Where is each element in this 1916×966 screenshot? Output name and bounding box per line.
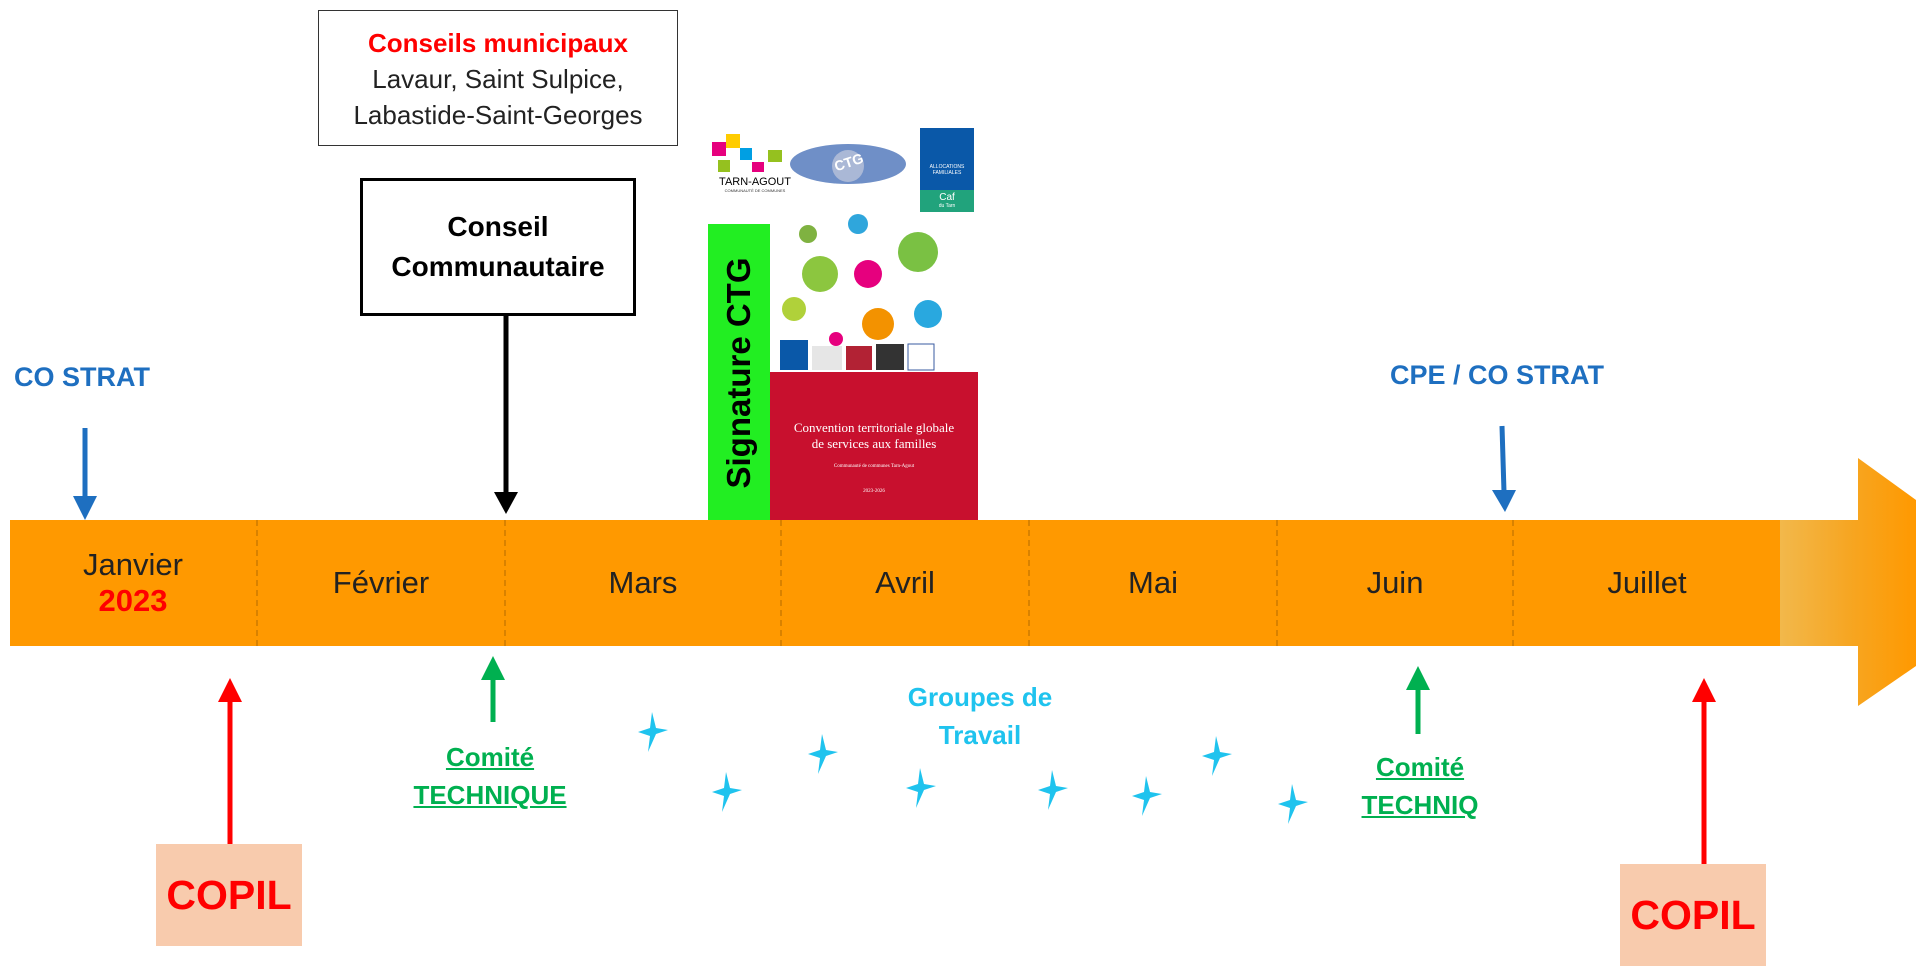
co-strat-label: CO STRAT: [14, 362, 150, 392]
month-juin: Juin: [1278, 520, 1514, 646]
timeline-bar: Janvier 2023 Février Mars Avril Mai Juin…: [10, 520, 1780, 646]
conseils-municipaux-box: Conseils municipaux Lavaur, Saint Sulpic…: [318, 10, 678, 146]
signature-ctg-label: Signature CTG: [720, 257, 757, 489]
comite-techniq-line1: Comité: [1375, 752, 1465, 782]
copil-right-box: COPIL: [1620, 864, 1766, 966]
month-janvier: Janvier 2023: [10, 520, 258, 646]
month-avril: Avril: [782, 520, 1030, 646]
star-icon: [638, 712, 668, 752]
cpe-co-strat-label: CPE / CO STRAT: [1390, 360, 1605, 390]
comite-techniq-arrow: [1406, 666, 1430, 734]
month-label: Mars: [608, 565, 678, 600]
copil-right-arrow: [1692, 678, 1716, 866]
caf-sub: du Tarn: [938, 203, 956, 209]
conseil-communautaire-box: Conseil Communautaire: [360, 178, 636, 316]
year-label: 2023: [98, 583, 168, 618]
copil-left-box: COPIL: [156, 844, 302, 946]
star-icon: [906, 768, 936, 808]
caf-name: Caf: [939, 192, 955, 203]
groupes-travail-line2: Travail: [938, 720, 1022, 750]
conseils-municipaux-line1: Lavaur, Saint Sulpice,: [372, 64, 624, 94]
conseil-communautaire-arrow: [494, 316, 518, 514]
star-icon: [808, 734, 838, 774]
month-label: Juin: [1366, 565, 1424, 600]
comite-techniq-line2: TECHNIQ: [1361, 790, 1479, 820]
groupes-travail-stars: [638, 712, 1308, 824]
doc-title-line2: de services aux familles: [811, 436, 937, 451]
doc-years: 2023-2026: [863, 489, 885, 494]
month-label: Février: [332, 565, 430, 600]
doc-title-line1: Convention territoriale globale: [793, 420, 955, 435]
cpe-co-strat-arrow: [1492, 425, 1516, 512]
ctg-document-image: Signature CTG TARN-AGOUT COMMUNAUTÉ DE C…: [708, 124, 978, 524]
comite-technique-label: Comité TECHNIQUE: [400, 738, 580, 814]
co-strat-arrow: [73, 428, 97, 520]
groupes-travail-line1: Groupes de: [907, 682, 1053, 712]
conseil-communautaire-line2: Communautaire: [391, 251, 605, 282]
star-icon: [1202, 736, 1232, 776]
comite-technique-line1: Comité: [445, 742, 535, 772]
tarn-agout-label: TARN-AGOUT: [719, 176, 791, 188]
conseils-municipaux-line2: Labastide-Saint-Georges: [353, 100, 643, 130]
star-icon: [712, 772, 742, 812]
month-mai: Mai: [1030, 520, 1278, 646]
month-label: Janvier: [83, 547, 183, 582]
caf-line1: ALLOCATIONS: [929, 164, 965, 170]
month-mars: Mars: [506, 520, 782, 646]
conseils-municipaux-title: Conseils municipaux: [367, 28, 629, 58]
tarn-agout-sub: COMMUNAUTÉ DE COMMUNES: [724, 188, 786, 193]
timeline-arrowhead: [1780, 458, 1916, 706]
star-icon: [1278, 784, 1308, 824]
copil-left-arrow: [218, 678, 242, 848]
star-icon: [1038, 770, 1068, 810]
comite-technique-line2: TECHNIQUE: [413, 780, 567, 810]
groupes-travail-label: Groupes de Travail: [880, 678, 1080, 754]
month-label: Avril: [875, 565, 935, 600]
comite-techniq-label: Comité TECHNIQ: [1340, 748, 1500, 824]
month-fevrier: Février: [258, 520, 506, 646]
month-label: Mai: [1128, 565, 1178, 600]
caf-line2: FAMILIALES: [932, 170, 962, 176]
comite-technique-arrow: [481, 656, 505, 722]
conseil-communautaire-line1: Conseil: [447, 211, 549, 242]
month-juillet: Juillet: [1514, 520, 1780, 646]
star-icon: [1132, 776, 1162, 816]
month-label: Juillet: [1607, 565, 1687, 600]
doc-subtitle: Communauté de communes Tarn-Agout: [833, 464, 915, 469]
